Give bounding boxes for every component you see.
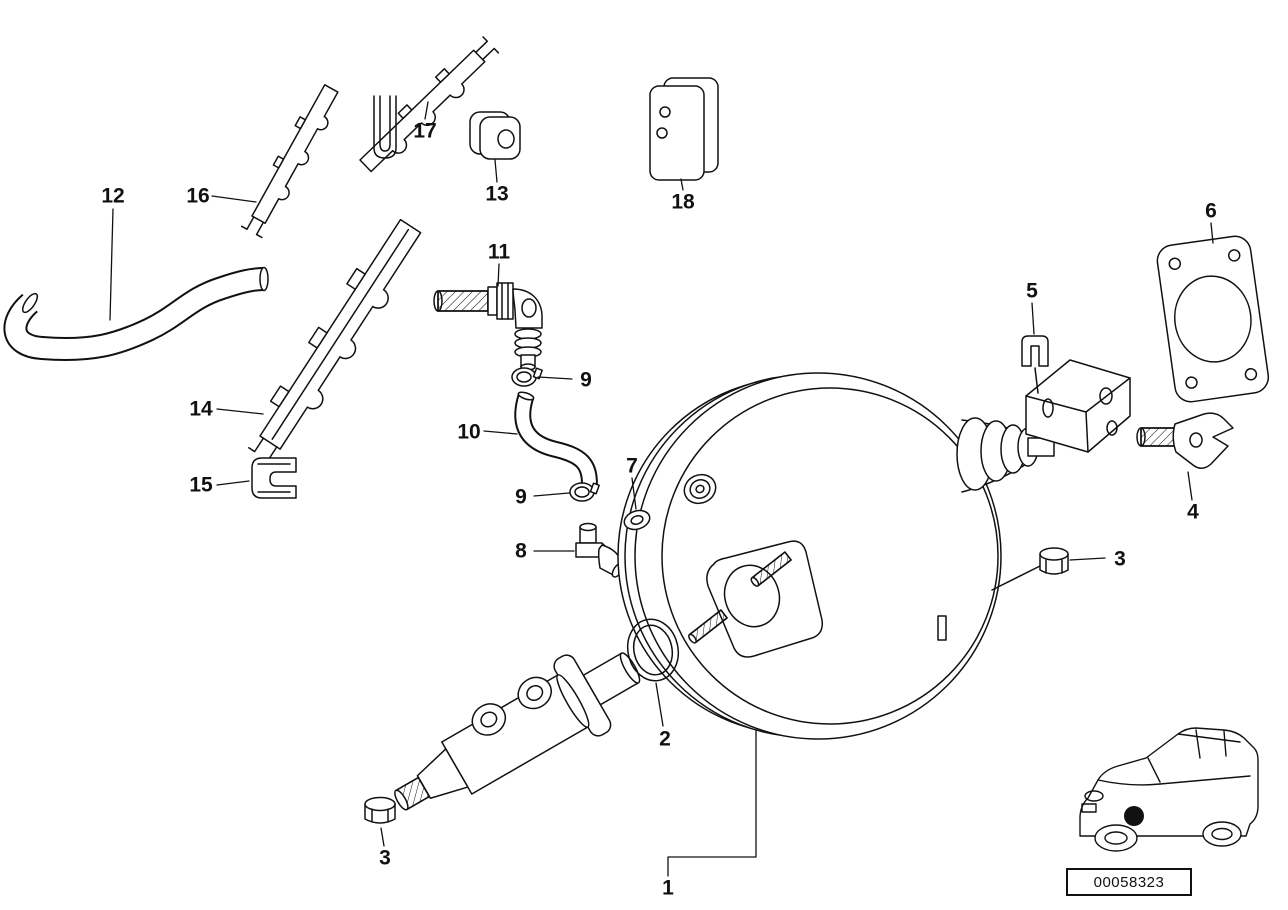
- gasket-6-drawing: [1156, 235, 1270, 403]
- part-callout-12[interactable]: 12: [101, 184, 125, 208]
- seal-ring-7-drawing: [623, 509, 651, 531]
- clamp-9-upper-drawing: [511, 367, 543, 387]
- part-callout-3-booster-nut[interactable]: 3: [1114, 547, 1126, 571]
- part-callout-3-mc-nut[interactable]: 3: [379, 846, 391, 870]
- master-cylinder-drawing: [394, 652, 641, 811]
- leader-lines: [109, 101, 1214, 877]
- clip-15-drawing: [251, 457, 297, 499]
- part-callout-18[interactable]: 18: [671, 190, 695, 214]
- part-callout-17[interactable]: 17: [413, 119, 437, 143]
- bracket-14-drawing: [248, 218, 422, 465]
- part-callout-9-upper[interactable]: 9: [580, 368, 592, 392]
- part-callout-11[interactable]: 11: [487, 240, 511, 264]
- image-code-box: 00058323: [1066, 868, 1192, 896]
- part-callout-7[interactable]: 7: [626, 454, 638, 478]
- o-ring-2-drawing: [626, 618, 680, 682]
- part-callout-16[interactable]: 16: [186, 184, 210, 208]
- bracket-16-drawing: [240, 84, 339, 239]
- part-callout-2[interactable]: 2: [659, 727, 671, 751]
- part-callout-13[interactable]: 13: [485, 182, 509, 206]
- part-callout-1[interactable]: 1: [662, 876, 674, 900]
- part-callout-4[interactable]: 4: [1187, 500, 1199, 524]
- clevis-fork-4-drawing: [1136, 412, 1234, 469]
- car-outline-icon: [1079, 727, 1259, 852]
- pushrod-bellows-drawing: [956, 417, 1055, 493]
- part-callout-8[interactable]: 8: [515, 539, 527, 563]
- pedal-bracket-drawing: [1025, 359, 1131, 453]
- bracket-17-drawing: [359, 36, 500, 173]
- bracket-17-clip-drawing: [373, 95, 397, 159]
- hex-nut-3-mc-drawing: [364, 796, 396, 824]
- clip-5-drawing: [1021, 335, 1049, 394]
- vacuum-fitting-11-drawing: [433, 282, 543, 371]
- part-callout-10[interactable]: 10: [457, 420, 481, 444]
- hex-nut-3-booster-drawing: [991, 547, 1069, 591]
- hose-12-drawing: [3, 266, 269, 362]
- part-callout-6[interactable]: 6: [1205, 199, 1217, 223]
- part-callout-14[interactable]: 14: [189, 397, 213, 421]
- brake-booster-drawing: [617, 372, 1002, 740]
- part-callout-15[interactable]: 15: [189, 473, 213, 497]
- image-code-text: 00058323: [1093, 873, 1165, 891]
- part-callout-5[interactable]: 5: [1026, 279, 1038, 303]
- hose-10-drawing: [514, 391, 598, 494]
- grommet-13-drawing: [469, 111, 521, 160]
- plates-18-drawing: [649, 77, 719, 181]
- clamp-9-lower-drawing: [569, 482, 600, 502]
- part-callout-9-lower[interactable]: 9: [515, 485, 527, 509]
